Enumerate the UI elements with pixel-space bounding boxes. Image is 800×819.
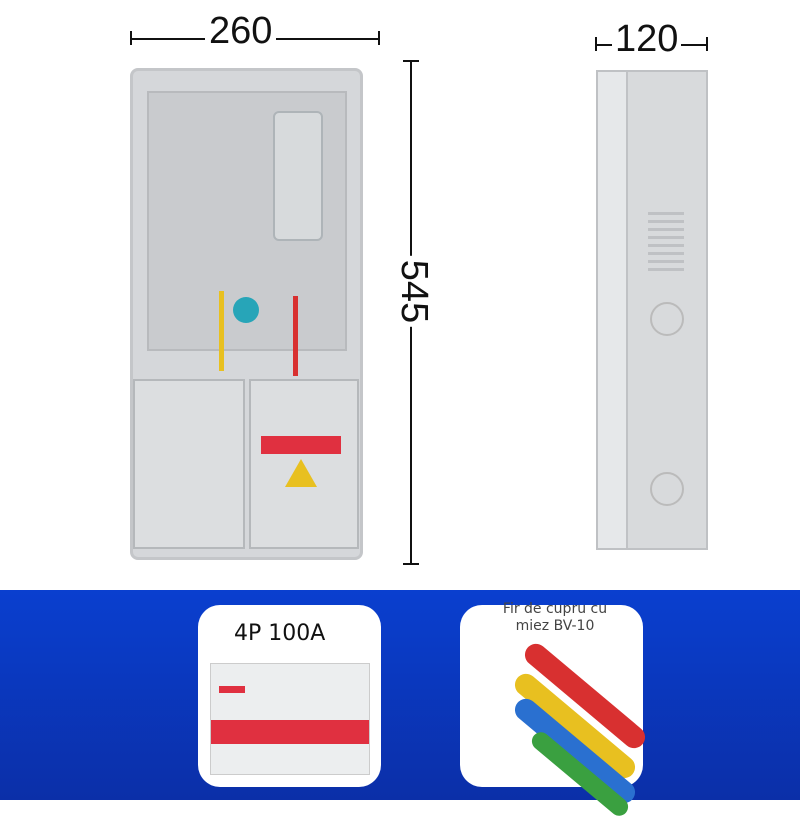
breaker-image	[210, 663, 370, 775]
height-tick-bottom	[403, 563, 419, 565]
blue-knob	[233, 297, 259, 323]
wire-yellow	[219, 291, 224, 371]
meter-clip	[273, 111, 323, 241]
wire-red	[293, 296, 298, 376]
breaker-card-label: 4P 100A	[234, 621, 326, 646]
accessories-band	[0, 590, 800, 800]
depth-tick-right	[706, 37, 708, 51]
meter-box-side	[596, 70, 708, 550]
side-front-cover	[598, 72, 628, 548]
side-vent	[648, 212, 684, 272]
width-tick-left	[130, 31, 132, 45]
width-tick-right	[378, 31, 380, 45]
breaker-handles	[211, 720, 369, 744]
depth-tick-left	[595, 37, 597, 51]
depth-label: 120	[612, 18, 682, 61]
wire-card: Fir de cupru cu miez BV-10	[460, 601, 650, 819]
knockout-bottom	[650, 472, 684, 506]
height-tick-top	[403, 60, 419, 62]
breaker-card: 4P 100A	[198, 605, 381, 787]
lower-left-cover	[133, 379, 245, 549]
breaker-brand-label	[219, 686, 245, 693]
warning-sign-icon	[285, 459, 317, 487]
width-label: 260	[205, 10, 277, 53]
knockout-top	[650, 302, 684, 336]
height-label: 545	[392, 255, 436, 328]
wire-card-label: Fir de cupru cu miez BV-10	[502, 601, 608, 634]
breaker-red-band	[261, 436, 341, 454]
meter-box-front	[130, 68, 363, 560]
